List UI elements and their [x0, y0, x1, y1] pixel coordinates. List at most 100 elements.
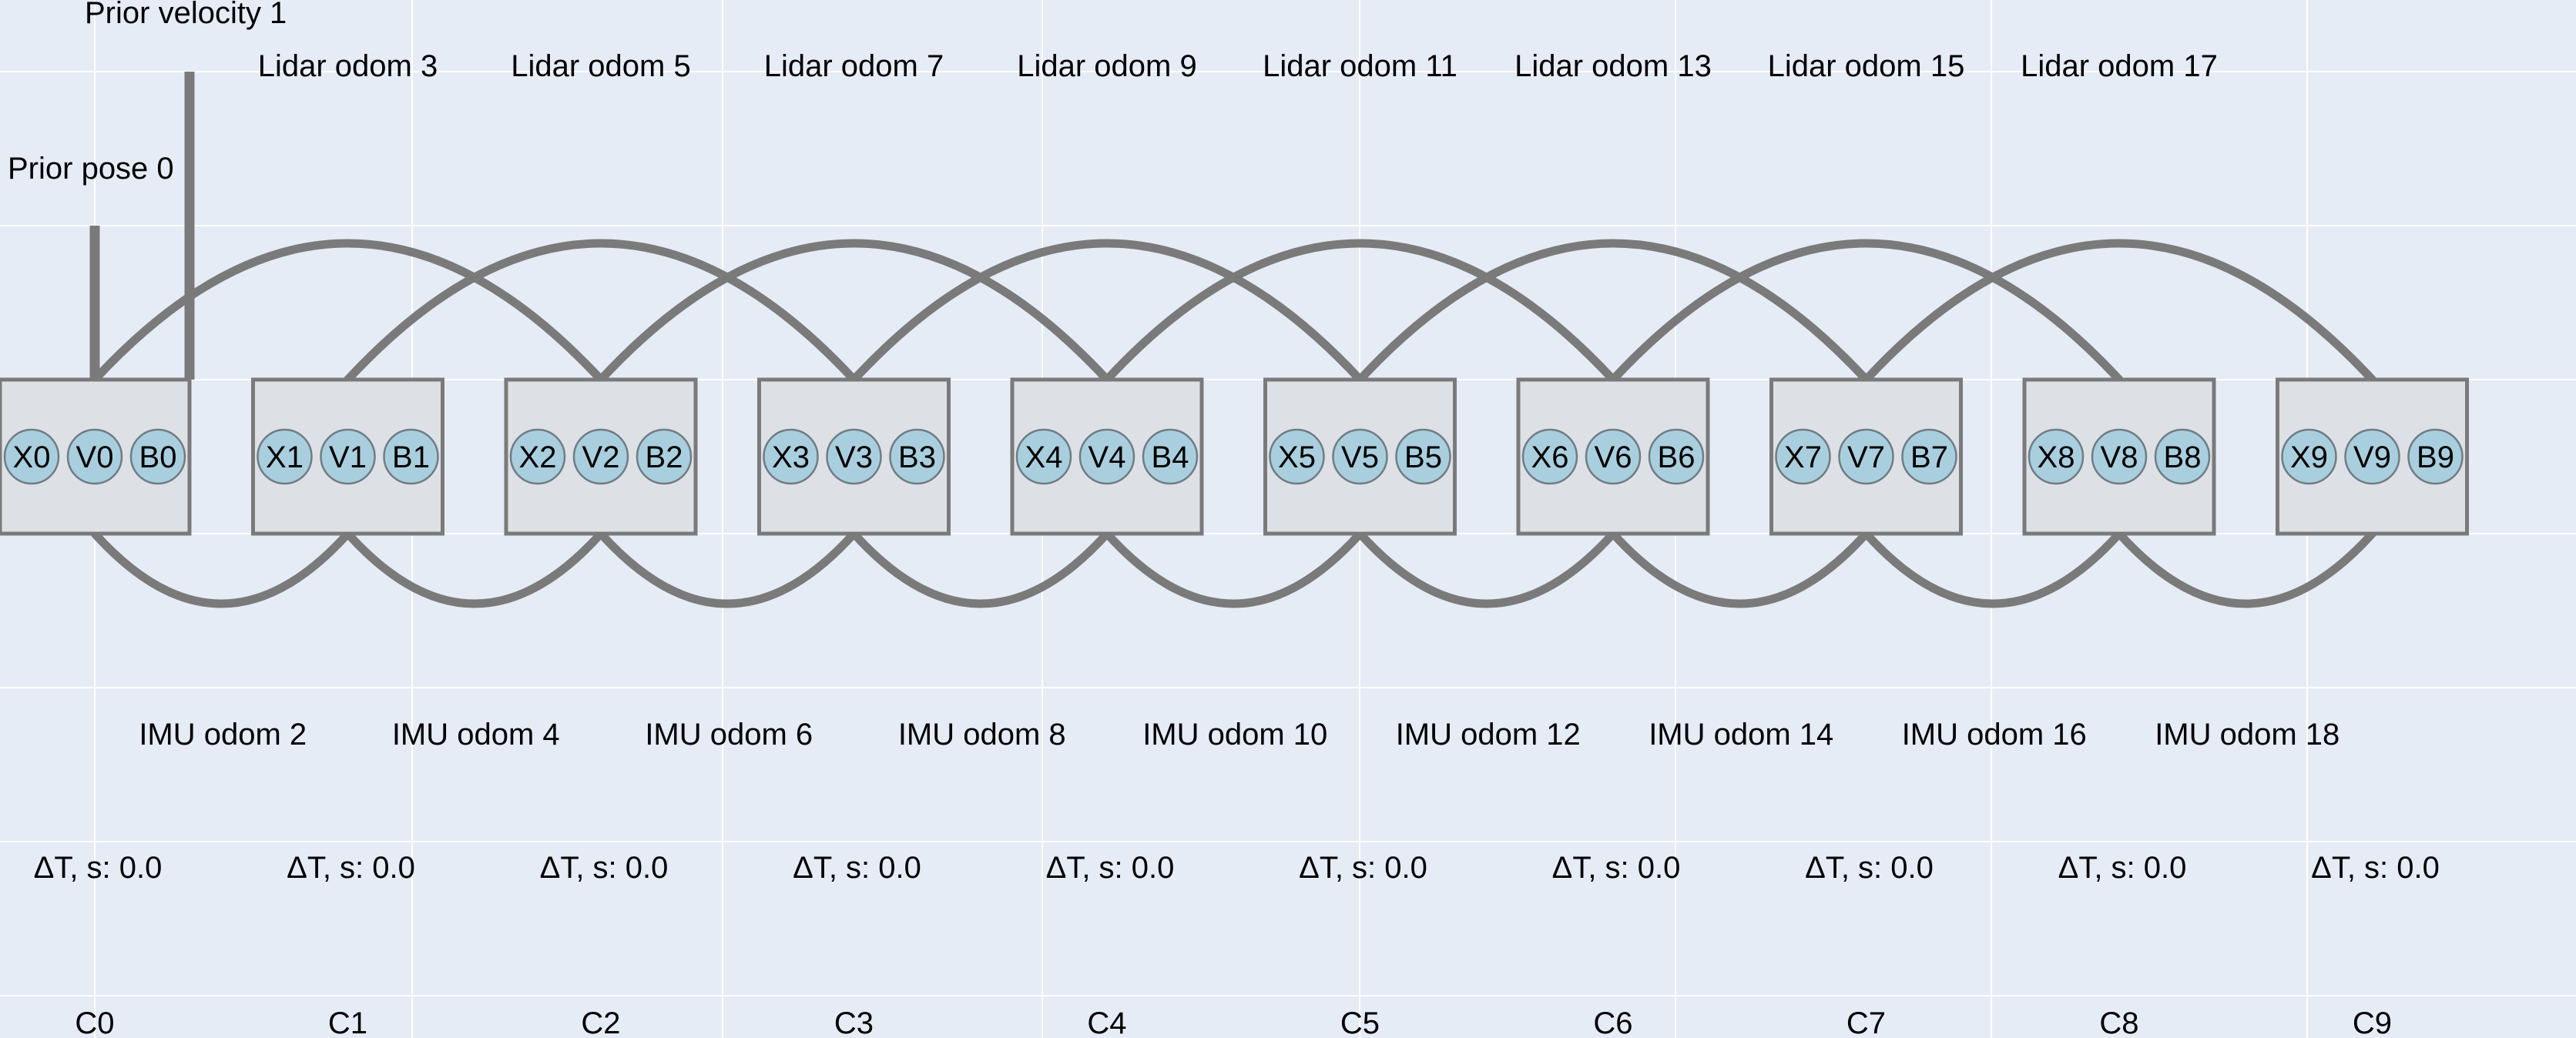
node-label: X0 — [13, 440, 51, 474]
delta-t-label: ΔT, s: 0.0 — [2058, 851, 2187, 885]
node-label: X6 — [1531, 440, 1569, 474]
node-circle — [257, 428, 313, 485]
node-label: V9 — [2353, 440, 2391, 474]
imu-factor-edge — [1608, 529, 1870, 608]
state-node-v: V3 — [826, 428, 882, 485]
node-label: B8 — [2164, 440, 2202, 474]
node-circle — [66, 428, 123, 485]
node-circle — [2154, 428, 2211, 485]
delta-t-label: ΔT, s: 0.0 — [2311, 851, 2440, 885]
lidar-factor-edge — [850, 239, 1364, 384]
imu-factor-edge — [850, 529, 1112, 608]
imu-factor-label: IMU odom 2 — [139, 718, 307, 752]
state-node-b: B4 — [1142, 428, 1199, 485]
lidar-factor-edge — [1356, 239, 1870, 384]
state-node-x: X4 — [1015, 428, 1072, 485]
state-node-x: X5 — [1269, 428, 1325, 485]
state-node-v: V1 — [320, 428, 376, 485]
state-box: X1 V1 B1 — [251, 377, 444, 536]
node-circle — [2344, 428, 2400, 485]
node-label: V0 — [76, 440, 114, 474]
node-label: B1 — [392, 440, 430, 474]
lidar-factor-label: Lidar odom 9 — [1017, 49, 1196, 83]
node-circle — [2281, 428, 2337, 485]
node-circle — [2028, 428, 2085, 485]
node-label: B9 — [2417, 440, 2454, 474]
imu-factor-edge — [1102, 529, 1364, 608]
lidar-factor-label: Lidar odom 5 — [511, 49, 690, 83]
imu-factor-edge — [1356, 529, 1618, 608]
state-node-b: B0 — [129, 428, 186, 485]
node-label: X2 — [519, 440, 557, 474]
node-label: V5 — [1341, 440, 1379, 474]
state-box: X0 V0 B0 — [0, 377, 192, 536]
delta-t-label: ΔT, s: 0.0 — [1552, 851, 1681, 885]
node-label: V1 — [329, 440, 367, 474]
lidar-factor-label: Lidar odom 15 — [1768, 49, 1965, 83]
lidar-factor-label: Lidar odom 17 — [2021, 49, 2218, 83]
lidar-factor-edge — [90, 239, 605, 384]
node-label: B2 — [646, 440, 683, 474]
node-label: B0 — [139, 440, 177, 474]
node-circle — [889, 428, 945, 485]
node-circle — [1521, 428, 1578, 485]
imu-factor-edge — [596, 529, 858, 608]
node-label: X4 — [1025, 440, 1063, 474]
delta-t-label: ΔT, s: 0.0 — [793, 851, 921, 885]
x-tick-label: C8 — [2099, 1006, 2138, 1038]
node-circle — [3, 428, 60, 485]
x-tick-label: C3 — [834, 1006, 874, 1038]
state-node-b: B7 — [1901, 428, 1957, 485]
state-node-b: B6 — [1648, 428, 1705, 485]
node-circle — [1078, 428, 1135, 485]
state-node-x: X2 — [509, 428, 566, 485]
node-circle — [1775, 428, 1831, 485]
lidar-factor-edge — [1862, 239, 2376, 384]
node-circle — [1648, 428, 1705, 485]
node-label: B7 — [1910, 440, 1948, 474]
state-node-x: X9 — [2281, 428, 2337, 485]
x-tick-label: C0 — [75, 1006, 114, 1038]
node-circle — [636, 428, 693, 485]
node-circle — [1838, 428, 1894, 485]
node-label: X9 — [2290, 440, 2328, 474]
node-label: V3 — [835, 440, 873, 474]
state-node-x: X1 — [257, 428, 313, 485]
x-tick-label: C2 — [581, 1006, 620, 1038]
state-node-b: B3 — [889, 428, 945, 485]
node-circle — [1332, 428, 1388, 485]
node-circle — [1269, 428, 1325, 485]
delta-t-label: ΔT, s: 0.0 — [1046, 851, 1175, 885]
imu-factor-label: IMU odom 10 — [1142, 718, 1327, 752]
node-label: B5 — [1404, 440, 1442, 474]
prior-label: Prior pose 0 — [8, 152, 174, 186]
node-circle — [1395, 428, 1451, 485]
lidar-factor-edge — [1102, 239, 1618, 384]
state-node-b: B2 — [636, 428, 693, 485]
node-label: X7 — [1784, 440, 1822, 474]
node-label: V8 — [2101, 440, 2138, 474]
x-tick-label: C5 — [1340, 1006, 1380, 1038]
node-circle — [1142, 428, 1199, 485]
state-node-v: V6 — [1585, 428, 1642, 485]
state-node-v: V9 — [2344, 428, 2400, 485]
node-circle — [509, 428, 566, 485]
prior-label: Prior velocity 1 — [85, 0, 287, 30]
node-circle — [572, 428, 629, 485]
node-circle — [1015, 428, 1072, 485]
lidar-factor-label: Lidar odom 7 — [764, 49, 944, 83]
factor-edges — [89, 72, 2376, 608]
node-label: X1 — [266, 440, 304, 474]
node-circle — [2091, 428, 2148, 485]
lidar-factor-edge — [344, 239, 858, 384]
state-node-v: V5 — [1332, 428, 1388, 485]
imu-factor-edge — [2115, 529, 2376, 608]
